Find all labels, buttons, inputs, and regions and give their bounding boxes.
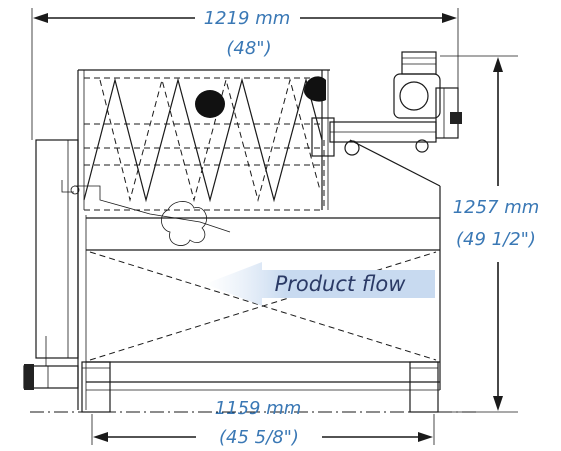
auger-screw <box>83 76 326 211</box>
pivot-point <box>70 185 80 195</box>
tank-sloped-top <box>349 139 441 187</box>
upper-port-dark <box>304 76 326 102</box>
bottom-width-in-label: (45 5/8") <box>219 427 299 448</box>
leg-left <box>81 361 111 413</box>
shaft-coupling <box>311 117 335 157</box>
outlet-pipe <box>23 336 79 390</box>
drive-assembly <box>311 51 462 208</box>
bottom-arrow-right <box>418 432 433 442</box>
height-dimension: 1257 mm (49 1/2") <box>440 55 540 413</box>
bearing-circle-right <box>415 139 429 153</box>
top-width-in-label: (48") <box>226 38 271 59</box>
motor-housing-circle <box>399 81 429 111</box>
height-mm-label: 1257 mm <box>453 197 540 218</box>
bottom-width-mm-label: 1159 mm <box>215 398 302 419</box>
inspection-port-dark <box>195 90 225 118</box>
discharge-detail <box>61 180 231 246</box>
top-width-dimension: 1219 mm (48") <box>31 8 459 140</box>
auger-flights-hidden <box>99 78 321 202</box>
discharge-linkage <box>61 180 231 233</box>
outlet-pipe-flange <box>24 364 34 390</box>
top-arrow-right <box>442 13 457 23</box>
bottom-arrow-left <box>93 432 108 442</box>
bearing-circle <box>344 140 360 156</box>
product-flow-arrow <box>205 262 435 306</box>
height-in-label: (49 1/2") <box>456 229 536 250</box>
auger-flights-solid <box>83 77 323 203</box>
product-flow-indicator: Product flow <box>205 262 435 306</box>
discharge-opening-blob <box>161 201 207 246</box>
bottom-width-dimension: 1159 mm (45 5/8") <box>30 398 478 448</box>
top-width-mm-label: 1219 mm <box>204 8 291 29</box>
machine-body <box>35 69 441 413</box>
top-arrow-left <box>33 13 48 23</box>
left-side-panel <box>35 139 79 359</box>
height-arrow-bottom <box>493 396 503 411</box>
leg-right <box>409 361 439 413</box>
motor-body <box>393 73 441 119</box>
product-flow-label: Product flow <box>275 272 407 296</box>
motor-cap <box>401 51 437 75</box>
height-arrow-top <box>493 57 503 72</box>
gearbox-bolt <box>450 112 462 124</box>
